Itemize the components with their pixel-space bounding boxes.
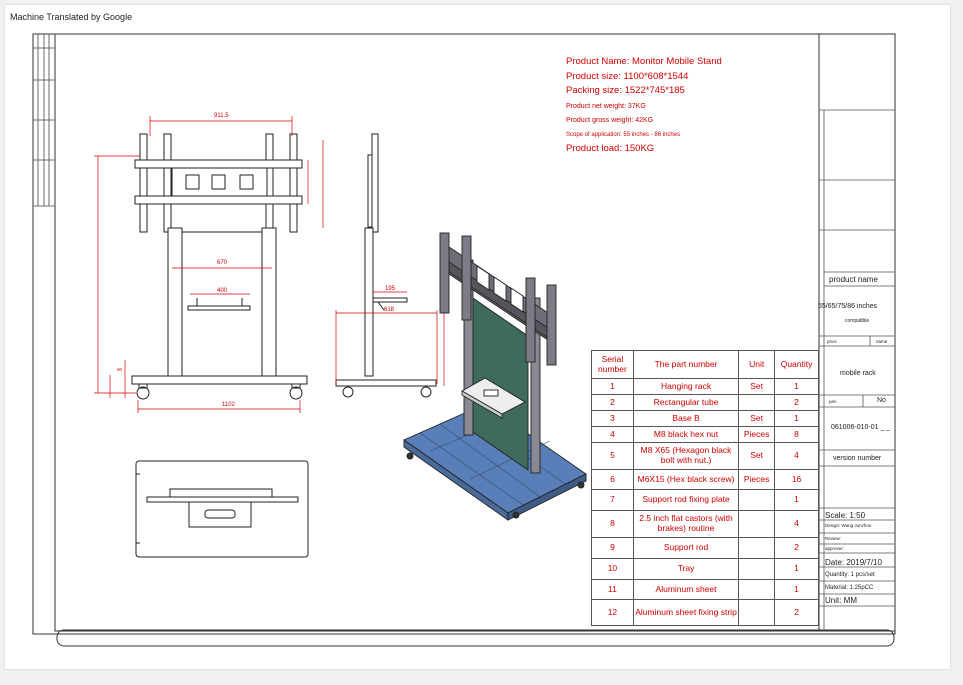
tb-no-label: No: [877, 397, 886, 404]
tb-part-code: 061006-010-01 _ _: [831, 424, 891, 431]
cell-unit: [738, 510, 776, 538]
tb-tiny-right: name: [876, 339, 888, 344]
machine-translated-label: Machine Translated by Google: [10, 12, 133, 22]
cell-unit: [738, 489, 776, 511]
cell-quantity: 2: [774, 537, 819, 559]
cell-quantity: 1: [774, 378, 819, 395]
tb-product-name-label: product name: [829, 275, 878, 284]
parts-table: Serial number The part number Unit Quant…: [591, 350, 819, 626]
cell-part: Aluminum sheet: [632, 579, 740, 600]
cell-unit: [738, 579, 776, 600]
cell-unit: [738, 599, 776, 626]
tb-scale: Scale: 1:50: [825, 511, 866, 520]
tb-design: Design: Wang Junzhou: [825, 523, 872, 528]
cell-part: Support rod fixing plate: [632, 489, 740, 511]
cell-serial: 11: [591, 579, 634, 600]
cell-quantity: 16: [774, 469, 819, 490]
cell-quantity: 4: [774, 442, 819, 470]
header-part: The part number: [632, 350, 740, 379]
cell-part: Support rod: [632, 537, 740, 559]
spec-packing-size: Packing size: 1522*745*185: [566, 85, 685, 96]
tb-quantity: Quantity: 1 pcs/set: [825, 572, 875, 578]
header-serial: Serial number: [591, 350, 634, 379]
tb-material: Material: 1.25pCC: [825, 585, 874, 591]
cell-part: M6X15 (Hex black screw): [632, 469, 740, 490]
cell-serial: 9: [591, 537, 634, 559]
cell-serial: 8: [591, 510, 634, 538]
cell-part: Tray: [632, 558, 740, 580]
cell-unit: Pieces: [738, 469, 776, 490]
product-specs: Product Name: Monitor Mobile Stand Produ…: [566, 57, 722, 159]
cell-serial: 3: [591, 410, 634, 427]
tb-version: version number: [833, 455, 882, 462]
spec-product-name: Product Name: Monitor Mobile Stand: [566, 56, 722, 67]
cell-part: M8 X65 (Hexagon black bolt with nut.): [632, 442, 740, 470]
spec-product-size: Product size: 1100*608*1544: [566, 70, 689, 82]
tb-compat-sizes: 55/65/75/86 inches: [818, 303, 878, 310]
tb-review: Review:: [825, 536, 842, 541]
cell-part: Hanging rack: [632, 378, 740, 395]
header-quantity: Quantity: [774, 350, 819, 379]
cell-serial: 2: [591, 394, 634, 411]
cell-serial: 10: [591, 558, 634, 580]
table-header-row: Serial number The part number Unit Quant…: [591, 350, 819, 379]
tb-tiny-left: price: [827, 339, 837, 344]
cell-quantity: 2: [774, 394, 819, 411]
cell-quantity: 1: [774, 558, 819, 580]
cell-serial: 7: [591, 489, 634, 511]
cell-serial: 1: [591, 378, 634, 395]
cell-quantity: 1: [774, 489, 819, 511]
spec-load: Product load: 150KG: [566, 143, 655, 154]
cell-part: Base B: [632, 410, 740, 427]
tb-date: Date: 2019/7/10: [825, 558, 882, 567]
cell-unit: Set: [738, 378, 776, 395]
cell-part: 2.5 inch flat castors (with brakes) rout…: [632, 510, 740, 538]
cell-quantity: 2: [774, 599, 819, 626]
cell-unit: [738, 558, 776, 580]
cell-serial: 4: [591, 426, 634, 443]
cell-quantity: 1: [774, 410, 819, 427]
cell-unit: Set: [738, 442, 776, 470]
cell-quantity: 4: [774, 510, 819, 538]
cell-part: Aluminum sheet fixing strip: [632, 599, 740, 626]
cell-unit: [738, 537, 776, 559]
cell-quantity: 8: [774, 426, 819, 443]
tb-no-left: pen: [829, 399, 837, 404]
cell-serial: 6: [591, 469, 634, 490]
cell-serial: 5: [591, 442, 634, 470]
tb-mobile-rack: mobile rack: [840, 370, 876, 377]
cell-serial: 12: [591, 599, 634, 626]
cell-quantity: 1: [774, 579, 819, 600]
spec-net-weight: Product net weight: 37KG: [566, 102, 646, 110]
cell-part: M8 black hex nut: [632, 426, 740, 443]
spec-scope: Scope of application: 55 inches - 86 inc…: [566, 131, 681, 138]
tb-compat-label: compatible: [845, 318, 870, 324]
cell-unit: Set: [738, 410, 776, 427]
cell-unit: [738, 394, 776, 411]
cell-part: Rectangular tube: [632, 394, 740, 411]
header-unit: Unit: [738, 350, 776, 379]
tb-unit: Unit: MM: [825, 596, 857, 605]
tb-approver: approver:: [825, 546, 845, 551]
spec-gross-weight: Product gross weight: 42KG: [566, 117, 654, 124]
cell-unit: Pieces: [738, 426, 776, 443]
